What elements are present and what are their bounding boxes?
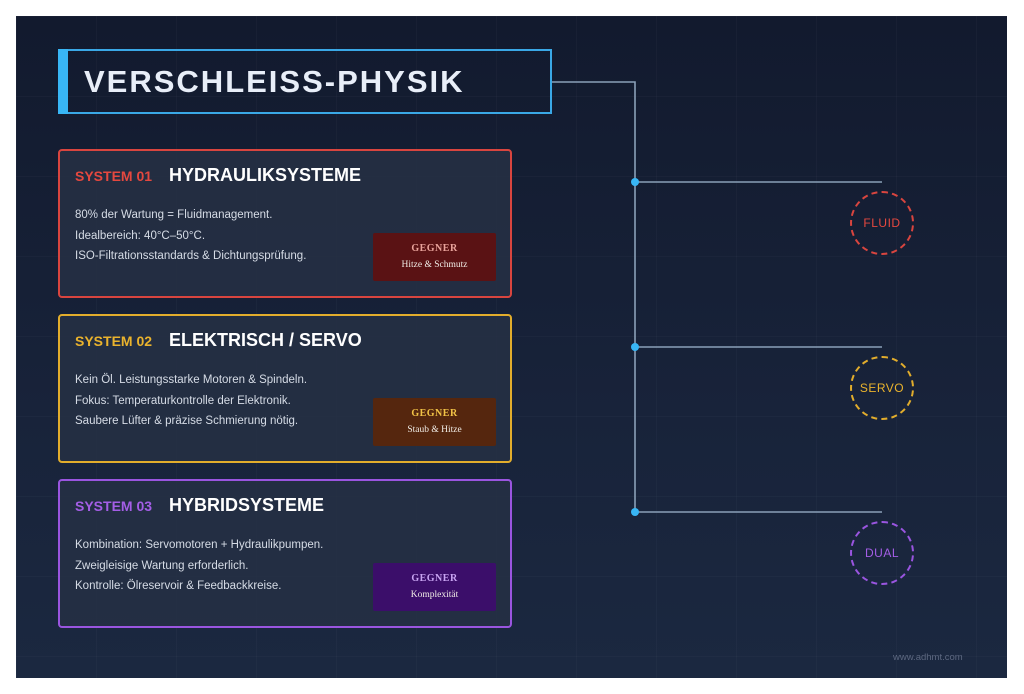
description-line: Fokus: Temperaturkontrolle der Elektroni… <box>75 394 291 407</box>
title-accent-bar <box>58 49 68 114</box>
system-title: HYDRAULIKSYSTEME <box>169 165 362 185</box>
system-card-hybrid: SYSTEM 03 HYBRIDSYSTEME Kombination: Ser… <box>58 479 512 628</box>
description-line: 80% der Wartung = Fluidmanagement. <box>75 209 273 221</box>
description-line: Idealbereich: 40°C–50°C. <box>75 229 206 242</box>
junction-dot-servo <box>631 343 639 351</box>
enemy-text: Staub & Hitze <box>407 425 462 435</box>
node-dual: DUAL <box>850 521 914 585</box>
connector-lines <box>552 81 882 516</box>
system-title: HYBRIDSYSTEME <box>169 495 325 515</box>
description-line: Kein Öl. Leistungsstarke Motoren & Spind… <box>75 374 308 386</box>
enemy-badge: GEGNER Hitze & Schmutz <box>373 233 496 281</box>
node-servo: SERVO <box>850 356 914 420</box>
description-line: Saubere Lüfter & präzise Schmierung nöti… <box>75 415 299 427</box>
card-header: SYSTEM 01 HYDRAULIKSYSTEME <box>75 165 361 186</box>
enemy-badge: GEGNER Staub & Hitze <box>373 398 496 446</box>
junction-dot-fluid <box>631 178 639 186</box>
description-line: Zweigleisige Wartung erforderlich. <box>75 559 249 572</box>
card-description: Kein Öl. Leistungsstarke Motoren & Spind… <box>75 370 307 432</box>
system-number: SYSTEM 01 <box>75 168 153 184</box>
node-fluid: FLUID <box>850 191 914 255</box>
card-header: SYSTEM 03 HYBRIDSYSTEME <box>75 495 324 516</box>
system-card-hydraulics: SYSTEM 01 HYDRAULIKSYSTEME 80% der Wartu… <box>58 149 512 298</box>
junction-dot-dual <box>631 508 639 516</box>
slide: VERSCHLEISS-PHYSIK SYSTEM 01 HYDRAULIKSY… <box>16 16 1007 678</box>
description-line: ISO-Filtrationsstandards & Dichtungsprüf… <box>75 250 307 262</box>
description-line: Kombination: Servomotoren + Hydraulikpum… <box>75 539 324 551</box>
enemy-label: GEGNER <box>411 408 458 419</box>
title-box: VERSCHLEISS-PHYSIK <box>58 49 552 114</box>
system-card-servo: SYSTEM 02 ELEKTRISCH / SERVO Kein Öl. Le… <box>58 314 512 463</box>
enemy-label: GEGNER <box>411 573 458 584</box>
enemy-text: Komplexität <box>410 590 459 600</box>
card-description: Kombination: Servomotoren + Hydraulikpum… <box>75 535 323 597</box>
watermark: www.adhmt.com <box>893 652 963 663</box>
enemy-badge: GEGNER Komplexität <box>373 563 496 611</box>
card-description: 80% der Wartung = Fluidmanagement. Ideal… <box>75 205 306 267</box>
description-line: Kontrolle: Ölreservoir & Feedbackkreise. <box>75 580 282 592</box>
connector-main <box>552 81 636 512</box>
page-title: VERSCHLEISS-PHYSIK <box>84 63 465 99</box>
enemy-text: Hitze & Schmutz <box>401 260 468 270</box>
system-number: SYSTEM 02 <box>75 333 153 349</box>
system-title: ELEKTRISCH / SERVO <box>169 330 362 350</box>
system-number: SYSTEM 03 <box>75 498 153 514</box>
enemy-label: GEGNER <box>411 243 458 254</box>
card-header: SYSTEM 02 ELEKTRISCH / SERVO <box>75 330 362 351</box>
